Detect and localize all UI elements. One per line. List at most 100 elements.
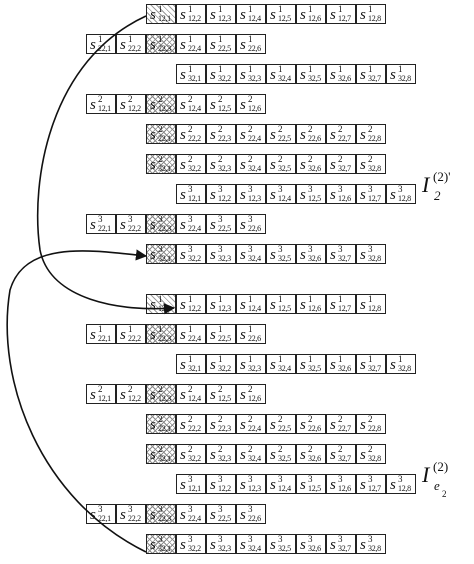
cell-subscript: 32,4 bbox=[248, 254, 261, 263]
cell-subscript: 12,1 bbox=[98, 394, 111, 403]
cell-superscript: 2 bbox=[158, 154, 163, 164]
cell-symbol: s bbox=[210, 127, 216, 143]
cell-subscript: 22,4 bbox=[188, 44, 201, 53]
cell-superscript: 1 bbox=[188, 34, 193, 44]
cell-subscript: 32,6 bbox=[338, 364, 351, 373]
cell-superscript: 2 bbox=[248, 414, 253, 424]
cell-subscript: 32,1 bbox=[158, 454, 171, 463]
cell-superscript: 1 bbox=[308, 354, 313, 364]
cell-symbol: s bbox=[360, 447, 366, 463]
cell-subscript: 12,2 bbox=[218, 484, 231, 493]
cell-subscript: 12,5 bbox=[218, 394, 231, 403]
cell-superscript: 1 bbox=[158, 4, 163, 14]
cell-subscript: 22,2 bbox=[188, 134, 201, 143]
cell-superscript: 1 bbox=[248, 324, 253, 334]
cell-symbol: s bbox=[360, 7, 366, 23]
cell-subscript: 32,4 bbox=[278, 364, 291, 373]
cell-symbol: s bbox=[390, 187, 396, 203]
cell-symbol: s bbox=[270, 297, 276, 313]
cell-symbol: s bbox=[150, 297, 156, 313]
cell-subscript: 32,8 bbox=[368, 254, 381, 263]
cell-symbol: s bbox=[210, 537, 216, 553]
cell-symbol: s bbox=[240, 447, 246, 463]
cell-subscript: 32,6 bbox=[338, 74, 351, 83]
cell-superscript: 3 bbox=[158, 534, 163, 544]
cell-symbol: s bbox=[180, 477, 186, 493]
cell-superscript: 2 bbox=[308, 444, 313, 454]
cell-subscript: 22,3 bbox=[158, 224, 171, 233]
cell-subscript: 32,7 bbox=[338, 454, 351, 463]
cell-symbol: s bbox=[180, 357, 186, 373]
cell-symbol: s bbox=[270, 7, 276, 23]
cell-symbol: s bbox=[330, 7, 336, 23]
cell-symbol: s bbox=[300, 297, 306, 313]
cell-subscript: 12,1 bbox=[98, 104, 111, 113]
cell-subscript: 22,3 bbox=[158, 514, 171, 523]
cell-subscript: 32,7 bbox=[338, 254, 351, 263]
cell-superscript: 3 bbox=[398, 474, 403, 484]
cell-symbol: s bbox=[210, 187, 216, 203]
cell-superscript: 2 bbox=[278, 414, 283, 424]
cell-superscript: 1 bbox=[368, 294, 373, 304]
cell-superscript: 1 bbox=[158, 294, 163, 304]
cell-symbol: s bbox=[150, 447, 156, 463]
cell-subscript: 12,8 bbox=[398, 484, 411, 493]
cell-symbol: s bbox=[180, 417, 186, 433]
cell-subscript: 12,4 bbox=[248, 14, 261, 23]
cell-subscript: 12,7 bbox=[368, 484, 381, 493]
cell-subscript: 32,6 bbox=[308, 254, 321, 263]
label-Ie2: I (2) e 2 bbox=[422, 459, 449, 500]
cell-subscript: 32,8 bbox=[368, 454, 381, 463]
cell-subscript: 32,2 bbox=[218, 364, 231, 373]
cell-subscript: 22,6 bbox=[248, 224, 261, 233]
cell-subscript: 32,2 bbox=[188, 254, 201, 263]
cell-superscript: 1 bbox=[188, 354, 193, 364]
cell-superscript: 3 bbox=[368, 184, 373, 194]
cell-symbol: s bbox=[300, 127, 306, 143]
cell-subscript: 32,2 bbox=[188, 544, 201, 553]
cell-symbol: s bbox=[240, 477, 246, 493]
cell-symbol: s bbox=[90, 507, 96, 523]
cell-symbol: s bbox=[210, 7, 216, 23]
cell-symbol: s bbox=[180, 297, 186, 313]
cell-subscript: 12,2 bbox=[188, 304, 201, 313]
cell-subscript: 12,3 bbox=[218, 304, 231, 313]
cell-symbol: s bbox=[360, 357, 366, 373]
cell-superscript: 2 bbox=[248, 94, 253, 104]
cell-subscript: 22,2 bbox=[128, 44, 141, 53]
cell-subscript: 32,1 bbox=[188, 364, 201, 373]
cell-superscript: 3 bbox=[278, 244, 283, 254]
cell-symbol: s bbox=[90, 217, 96, 233]
